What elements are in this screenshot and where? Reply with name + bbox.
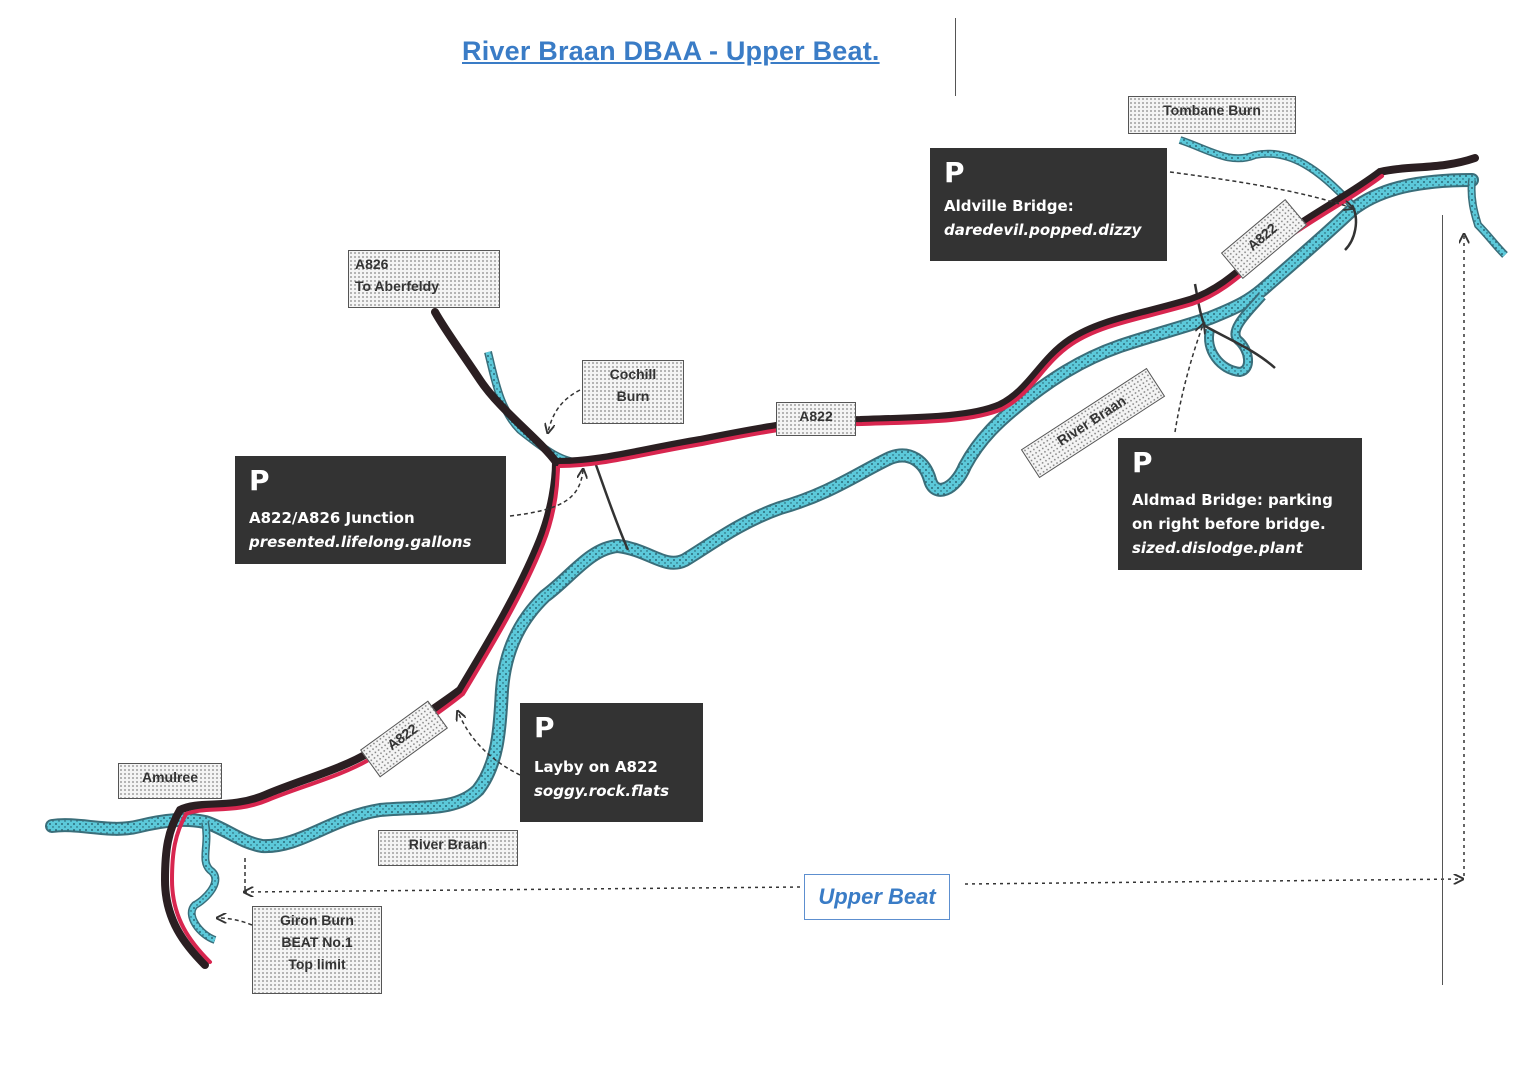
parking-name: Aldmad Bridge: parking (1132, 491, 1333, 509)
giron-burn-stream (187, 821, 220, 944)
parking-symbol: P (534, 711, 555, 744)
giron-text-3: Top limit (288, 956, 346, 972)
parking-code: sized.dislodge.plant (1132, 539, 1303, 557)
label-river-braan-lower: River Braan (378, 830, 518, 866)
parking-code: daredevil.popped.dizzy (944, 221, 1142, 239)
upper-beat-extent (245, 235, 1464, 892)
label-cochill-burn: Cochill Burn (582, 360, 684, 424)
road-sign-a822-middle: A822 (776, 402, 856, 436)
amulree-text: Amulree (141, 769, 199, 785)
page-edge-title (955, 18, 956, 96)
cochill-text-1: Cochill (609, 366, 657, 382)
tombane-text: Tombane Burn (1163, 102, 1261, 118)
parking-symbol: P (249, 464, 270, 497)
parking-layby-a822: P Layby on A822 soggy.rock.flats (520, 703, 703, 822)
upper-beat-label: Upper Beat (804, 874, 950, 920)
parking-code: soggy.rock.flats (534, 782, 670, 800)
giron-text-2: BEAT No.1 (281, 934, 353, 950)
parking-name: A822/A826 Junction (249, 509, 415, 527)
page-edge-right (1442, 215, 1443, 985)
a822-text-2: A822 (799, 408, 833, 424)
map-title: River Braan DBAA - Upper Beat. (462, 36, 880, 66)
parking-name-line2: on right before bridge. (1132, 515, 1326, 533)
parking-name: Layby on A822 (534, 758, 658, 776)
parking-a822-a826-junction: P A822/A826 Junction presented.lifelong.… (235, 456, 506, 564)
pointer-arrows (218, 171, 1352, 926)
label-amulree: Amulree (118, 763, 222, 799)
parking-code: presented.lifelong.gallons (249, 533, 472, 551)
a826-dest-text: To Aberfeldy (355, 278, 440, 294)
label-giron-burn: Giron Burn BEAT No.1 Top limit (252, 906, 382, 994)
label-tombane-burn: Tombane Burn (1128, 96, 1296, 134)
parking-name: Aldville Bridge: (944, 197, 1074, 215)
cochill-text-2: Burn (616, 388, 650, 404)
a826-road-text: A826 (355, 256, 389, 272)
parking-symbol: P (1132, 446, 1153, 479)
giron-text-1: Giron Burn (280, 912, 354, 928)
river-loop (1204, 292, 1266, 378)
label-a826: A826 To Aberfeldy (348, 250, 500, 308)
parking-symbol: P (944, 156, 965, 189)
river-braan (45, 173, 1479, 854)
river-braan-text-1: River Braan (408, 836, 488, 852)
parking-aldmad-bridge: P Aldmad Bridge: parking on right before… (1118, 438, 1362, 570)
parking-aldville-bridge: P Aldville Bridge: daredevil.popped.dizz… (930, 148, 1167, 261)
tombane-burn-stream (1178, 136, 1508, 258)
